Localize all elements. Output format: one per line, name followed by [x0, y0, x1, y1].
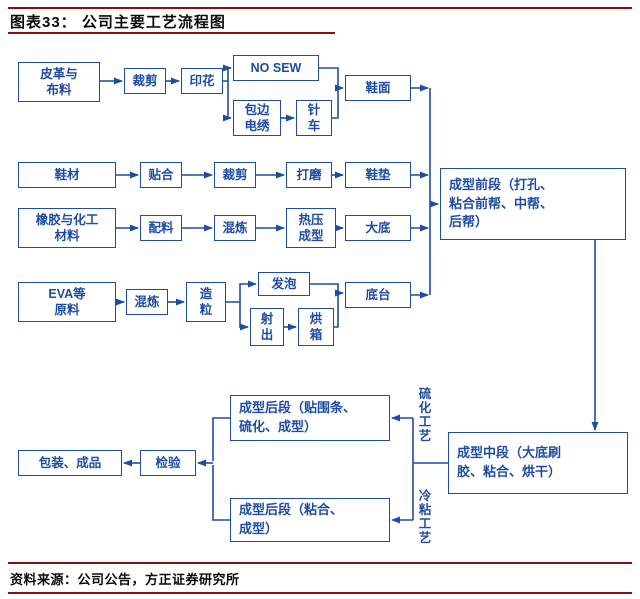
label-vulcanization-process: 硫 化 工 艺: [418, 387, 432, 443]
node-outsole: 大底: [345, 215, 411, 241]
node-foaming: 发泡: [258, 272, 310, 296]
divider-footer-top: [8, 562, 632, 564]
node-polishing: 打磨: [286, 162, 332, 188]
label-cold-bonding-process: 冷 粘 工 艺: [418, 489, 432, 545]
node-inspection: 检验: [140, 450, 196, 476]
node-forming-front: 成型前段（打孔、 粘合前帮、中帮、 后帮）: [440, 168, 626, 240]
node-printing: 印花: [181, 68, 223, 94]
node-laminating: 贴合: [140, 162, 182, 188]
node-hot-press: 热压 成型: [286, 208, 336, 248]
divider-under-title: [8, 32, 335, 34]
node-forming-rear-cold: 成型后段（粘合、 成型）: [230, 498, 390, 542]
node-base: 底台: [345, 282, 411, 308]
node-rubber-chemical: 橡胶与化工 材料: [18, 208, 116, 248]
node-shoe-material: 鞋材: [18, 162, 116, 188]
node-injection: 射 出: [250, 308, 284, 346]
node-granulation: 造 粒: [186, 282, 226, 322]
node-stitching: 针 车: [296, 100, 332, 136]
node-mixing-2: 混炼: [126, 289, 168, 315]
node-edge-embroidery: 包边 电绣: [233, 100, 281, 136]
divider-bottom: [8, 592, 632, 594]
figure-title: 图表33： 公司主要工艺流程图: [10, 14, 226, 31]
node-cutting-2: 裁剪: [214, 162, 256, 188]
node-leather-fabric: 皮革与 布料: [18, 62, 100, 102]
node-no-sew: NO SEW: [233, 55, 319, 81]
source-note: 资料来源：公司公告，方正证券研究所: [10, 572, 240, 587]
node-eva-material: EVA等 原料: [18, 282, 116, 322]
node-packaging: 包装、成品: [18, 450, 122, 476]
node-mixing-1: 混炼: [214, 215, 256, 241]
divider-top: [8, 7, 632, 9]
node-cutting-1: 裁剪: [124, 68, 166, 94]
node-insole: 鞋垫: [345, 162, 411, 188]
node-oven: 烘 箱: [298, 308, 334, 346]
node-forming-middle: 成型中段（大底刷 胶、粘合、烘干）: [448, 432, 628, 494]
node-compounding: 配料: [140, 215, 182, 241]
node-shoe-upper: 鞋面: [345, 75, 411, 101]
node-forming-rear-vulcanized: 成型后段（贴围条、 硫化、成型）: [230, 395, 390, 441]
